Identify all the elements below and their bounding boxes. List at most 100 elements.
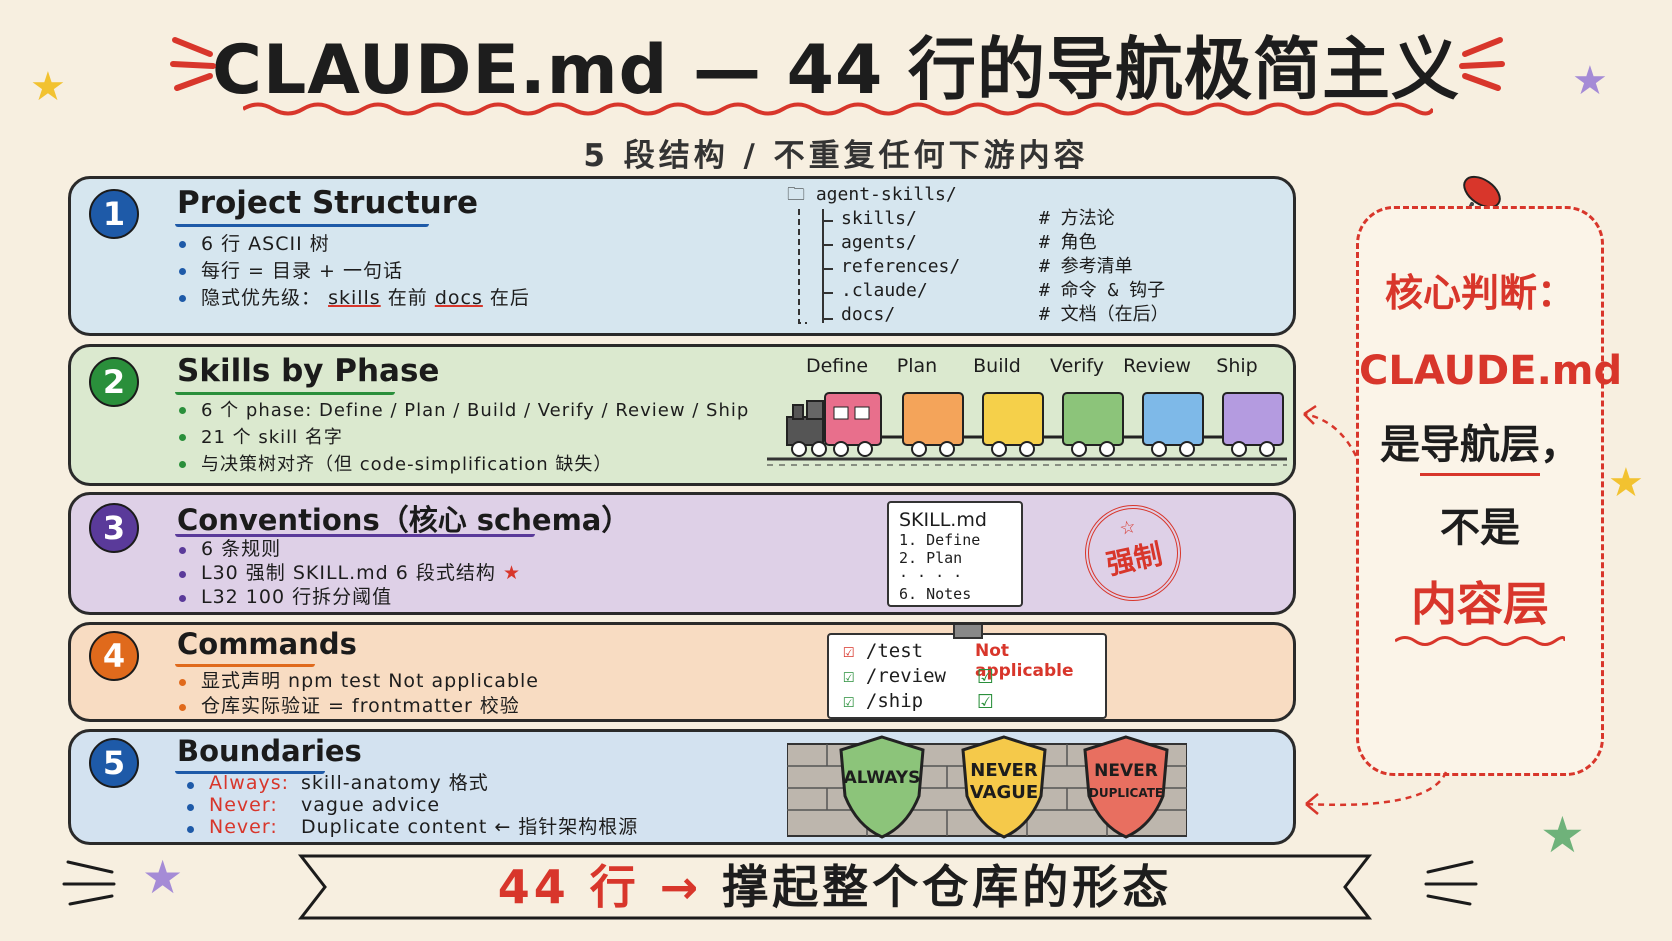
tree-item: skills/ — [841, 208, 917, 229]
tree-comment: # 文档（在后） — [1039, 304, 1169, 325]
bullet-list: 6 行 ASCII 树 每行 = 目录 + 一句话 隐式优先级： skills … — [175, 231, 530, 312]
phase-train-icon — [767, 392, 1287, 466]
tree-comments: # 方法论 # 角色 # 参考清单 # 命令 & 钩子 # 文档（在后） — [1039, 207, 1169, 327]
section-boundaries: 5 Boundaries Always:skill-anatomy 格式 Nev… — [68, 729, 1296, 845]
underline — [1420, 473, 1540, 476]
page-title: CLAUDE.md — 44 行的导航极简主义 — [212, 31, 1460, 110]
section-commands: 4 Commands 显式声明 npm test Not applicable … — [68, 622, 1296, 722]
section-number-badge: 1 — [89, 189, 139, 239]
tree-root: 🗀 agent-skills/ — [787, 184, 957, 205]
shield-icon — [839, 735, 925, 839]
shield-icon — [1083, 735, 1169, 839]
list-item: 隐式优先级： skills 在前 docs 在后 — [175, 285, 530, 312]
command-item: ☑ /ship — [843, 690, 924, 712]
checkbox-checked-icon: ☑ — [843, 640, 855, 662]
title-underline — [243, 102, 1433, 116]
section-title: Project Structure — [177, 185, 479, 221]
star-icon: ★ — [502, 562, 522, 584]
clipboard-clip-icon — [953, 625, 983, 639]
bullet-list: 6 条规则 L30 强制 SKILL.md 6 段式结构 ★ L32 100 行… — [175, 537, 521, 609]
banner-text: 44 行 → 撑起整个仓库的形态 — [295, 852, 1375, 922]
list-item: Always:skill-anatomy 格式 — [183, 772, 638, 794]
phase-label: Ship — [1216, 355, 1258, 377]
core-line-2: 不是 — [1440, 505, 1520, 551]
priority-end: 在后 — [489, 287, 530, 309]
bottom-banner — [297, 854, 1373, 920]
list-item: 每行 = 目录 + 一句话 — [175, 258, 530, 285]
checkbox-checked-icon: ☑ — [977, 691, 995, 713]
command-item: ☑ /review — [843, 665, 946, 687]
bullet-list: 6 个 phase: Define / Plan / Build / Verif… — [175, 397, 749, 478]
wavy-underline — [1395, 636, 1565, 646]
tree-comment: # 角色 — [1039, 232, 1097, 253]
list-item: Never:Duplicate content ← 指针架构根源 — [183, 816, 638, 838]
rules-list: Always:skill-anatomy 格式 Never:vague advi… — [183, 772, 638, 838]
burst-right-icon — [1459, 37, 1505, 91]
star-icon: ★ — [142, 850, 184, 904]
tree-item: references/ — [841, 256, 961, 277]
enforce-stamp: ☆ 强制 — [1076, 496, 1190, 610]
list-item: 6 条规则 — [175, 537, 521, 561]
tree-comment: # 命令 & 钩子 — [1039, 280, 1166, 301]
checkbox-checked-icon: ☑ — [843, 665, 855, 687]
phase-label: Review — [1123, 355, 1191, 377]
dashed-arrow-icon — [1303, 404, 1358, 457]
star-icon: ★ — [30, 64, 66, 110]
list-item: L32 100 行拆分阈值 — [175, 585, 521, 609]
doc-line: 6. Notes — [899, 585, 972, 603]
star-icon: ★ — [1572, 58, 1608, 104]
banner-left: 44 行 — [497, 860, 640, 914]
core-line-3: 内容层 — [1411, 577, 1549, 631]
bullet-list: 显式声明 npm test Not applicable 仓库实际验证 = fr… — [175, 669, 539, 719]
commands-clipboard: ☑ /test ☑ /review ☑ /ship Not applicable… — [827, 633, 1107, 719]
burst-left-icon — [170, 37, 216, 91]
arrow-right-icon: → — [659, 860, 703, 914]
priority-first: skills — [328, 287, 381, 309]
burst-left-icon — [62, 860, 116, 906]
doc-line: · · · · — [899, 567, 963, 585]
priority-second: docs — [434, 287, 483, 309]
command-list: ☑ /test ☑ /review ☑ /ship — [843, 639, 946, 714]
section-number-badge: 5 — [89, 738, 139, 788]
list-item: 6 个 phase: Define / Plan / Build / Verif… — [175, 397, 749, 424]
title-underline — [175, 661, 315, 667]
section-title: Skills by Phase — [177, 353, 440, 389]
doc-title: SKILL.md — [899, 509, 987, 531]
section-number-badge: 3 — [89, 503, 139, 553]
priority-mid: 在前 — [387, 287, 428, 309]
command-item: ☑ /test — [843, 640, 924, 662]
title-underline — [175, 221, 429, 227]
tree-comment: # 参考清单 — [1039, 256, 1133, 277]
doc-lines: 1. Define 2. Plan · · · · 6. Notes — [899, 531, 1011, 603]
section-project-structure: 1 Project Structure 6 行 ASCII 树 每行 = 目录 … — [68, 176, 1296, 336]
burst-right-icon — [1424, 860, 1478, 906]
star-icon: ★ — [1540, 806, 1585, 864]
tree-item: docs/ — [841, 304, 896, 325]
list-item: Never:vague advice — [183, 794, 638, 816]
ascii-tree: 🗀 agent-skills/ — [787, 183, 957, 207]
priority-label: 隐式优先级： — [201, 287, 322, 309]
skill-md-document: SKILL.md 1. Define 2. Plan · · · · 6. No… — [887, 501, 1023, 607]
tree-item: .claude/ — [841, 280, 928, 301]
section-conventions: 3 Conventions（核心 schema） 6 条规则 L30 强制 SK… — [68, 492, 1296, 615]
list-item: 仓库实际验证 = frontmatter 校验 — [175, 694, 539, 719]
list-item: 显式声明 npm test Not applicable — [175, 669, 539, 694]
tree-names: skills/ agents/ references/ .claude/ doc… — [841, 207, 960, 327]
tree-lines — [798, 209, 833, 324]
checkbox-checked-icon: ☑ — [977, 666, 995, 688]
shield-icon — [961, 735, 1047, 839]
core-line-1: 是导航层， — [1380, 422, 1580, 468]
section-skills-by-phase: 2 Skills by Phase 6 个 phase: Define / Pl… — [68, 344, 1296, 486]
core-judgment-card: 核心判断： CLAUDE.md 是导航层， 不是 内容层 — [1356, 206, 1622, 776]
section-title: Commands — [177, 627, 357, 661]
list-item: L30 强制 SKILL.md 6 段式结构 ★ — [175, 561, 521, 585]
core-label: 核心判断： — [1384, 271, 1575, 315]
doc-line: 2. Plan — [899, 549, 963, 567]
phase-label: Build — [973, 355, 1021, 377]
phase-label: Verify — [1050, 355, 1104, 377]
dashed-arrow-icon — [1305, 771, 1448, 815]
